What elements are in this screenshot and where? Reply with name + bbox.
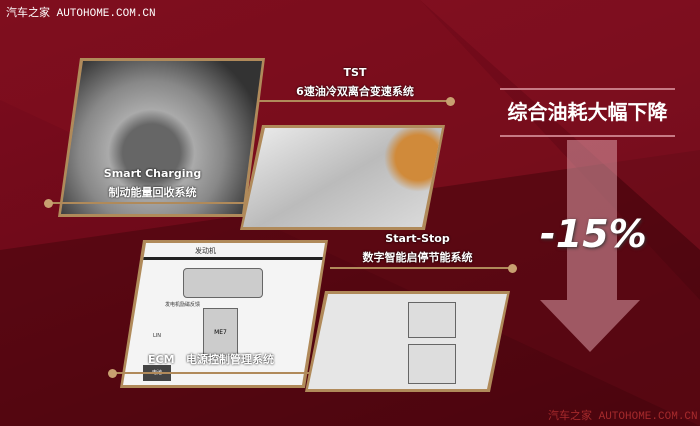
feature-desc: 制动能量回收系统 [108, 186, 197, 199]
feature-name: TST [343, 66, 367, 79]
connector-dot [44, 199, 53, 208]
feature-desc: 6速油冷双离合变速系统 [296, 85, 414, 98]
lin-label: LIN [153, 333, 162, 339]
reduction-value: -15% [540, 212, 647, 256]
circuit-diagram [305, 291, 510, 392]
feature-start-stop: Start-Stop 数字智能启停节能系统 [345, 229, 490, 267]
connector-line [112, 372, 310, 374]
feature-name: Start-Stop [385, 232, 450, 245]
feature-tst: TST 6速油冷双离合变速系统 [280, 63, 430, 101]
feature-name: Smart Charging [103, 167, 202, 180]
connector-dot [508, 264, 517, 273]
feature-ecm: ECM 电源控制管理系统 [148, 350, 298, 369]
diagram-bus [123, 257, 333, 260]
watermark-bottom: 汽车之家 AUTOHOME.COM.CN [548, 411, 698, 423]
feature-desc: 数字智能启停节能系统 [362, 251, 473, 264]
circuit-block [408, 302, 456, 338]
headline: 综合油耗大幅下降 [500, 88, 675, 137]
transmission-photo [58, 58, 265, 217]
feature-name: ECM [148, 353, 175, 366]
connector-dot [446, 97, 455, 106]
engine-label: 发动机 [195, 247, 216, 255]
circuit-block [408, 344, 456, 384]
ecu-block: ME7 [203, 308, 238, 356]
connector-line [48, 202, 245, 204]
feature-smart-charging: Smart Charging 制动能量回收系统 [80, 164, 225, 202]
watermark-top: 汽车之家 AUTOHOME.COM.CN [6, 8, 156, 20]
connector-dot [108, 369, 117, 378]
generator-label: 发电机励磁反馈 [165, 302, 201, 308]
connector-line [258, 100, 450, 102]
chassis-photo [240, 125, 445, 230]
connector-line [330, 267, 512, 269]
ecm-diagram: 发动机 ME7 发电机励磁反馈 LIN 电池 [120, 240, 328, 388]
feature-desc: 电源控制管理系统 [186, 353, 275, 366]
engine-block [183, 268, 263, 298]
